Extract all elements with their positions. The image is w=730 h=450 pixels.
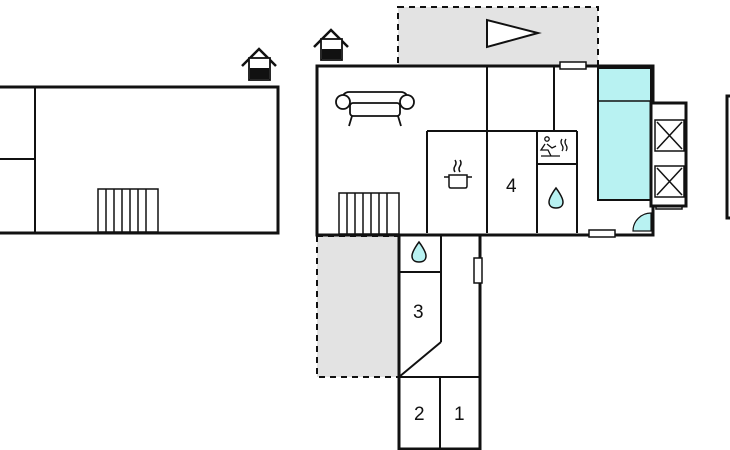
left-building <box>0 85 280 235</box>
sauna-icon <box>539 136 568 157</box>
stairs-icon <box>338 192 400 235</box>
room-number-2: 2 <box>414 404 425 425</box>
interior-walls <box>426 67 651 233</box>
sofa-icon <box>335 91 415 127</box>
terrace-left <box>316 235 400 378</box>
lower-wing <box>397 233 483 450</box>
door-icon <box>632 212 652 232</box>
pool <box>597 67 652 201</box>
house-entrance-icon <box>313 28 349 61</box>
kitchen-pot-icon <box>444 159 472 189</box>
stairs-icon <box>97 188 159 233</box>
room-number-3: 3 <box>413 302 424 323</box>
triangle-marker-icon <box>486 18 542 49</box>
far-right-building <box>725 94 730 220</box>
room-number-4: 4 <box>506 176 517 197</box>
right-annex <box>649 101 688 208</box>
room-number-1: 1 <box>454 404 465 425</box>
water-drop-icon <box>411 240 427 263</box>
water-drop-icon <box>548 186 564 209</box>
window-icon <box>473 257 483 284</box>
house-entrance-icon <box>241 47 277 81</box>
